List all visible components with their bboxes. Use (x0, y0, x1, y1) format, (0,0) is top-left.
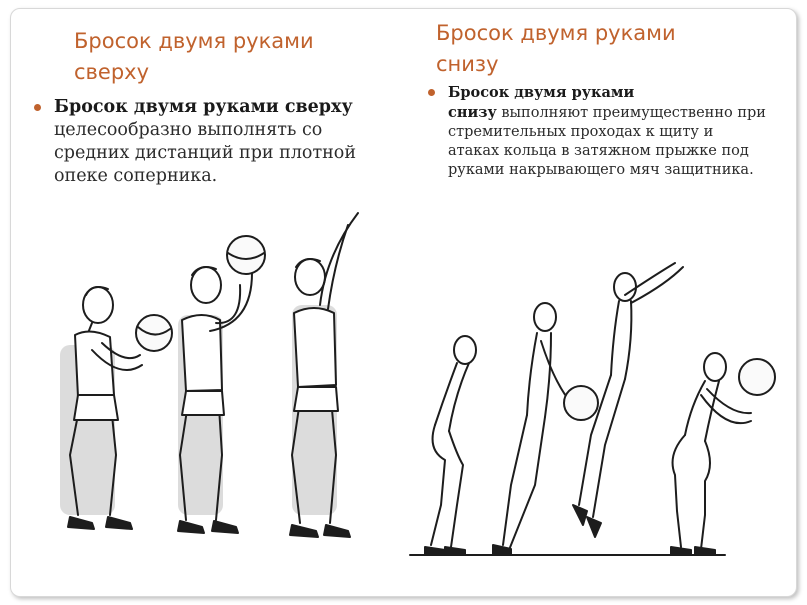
right-title: Бросок двумя руками снизу (436, 21, 676, 76)
overhead-shot-illustration (60, 212, 359, 538)
player-figure-4 (670, 352, 776, 556)
right-bullet-bold-1: Бросок двумя руками (448, 84, 635, 101)
left-bullet-body: целесообразно выполнять со средних диста… (54, 120, 357, 186)
player-figure-3 (572, 262, 684, 538)
right-bullet-text: Бросок двумя руками снизу выполняют преим… (448, 83, 768, 180)
player-figure-2 (492, 302, 599, 556)
right-bullet: Бросок двумя руками снизу выполняют преим… (428, 83, 768, 180)
right-bullet-bold-2: снизу (448, 104, 497, 121)
left-bullet-bold: Бросок двумя руками сверху (54, 97, 353, 117)
slide-frame (10, 8, 797, 597)
player-figure-1 (60, 286, 173, 530)
player-figure-3 (289, 212, 359, 538)
player-figure-2 (177, 235, 266, 534)
bullet-dot-icon (34, 104, 41, 111)
bullet-dot-icon (428, 89, 435, 96)
underhand-shot-illustration (409, 262, 776, 556)
right-bullet-body: выполняют преимущественно при стремитель… (448, 105, 766, 178)
left-bullet: Бросок двумя руками сверху целесообразно… (34, 96, 374, 188)
left-title: Бросок двумя руками сверху (74, 29, 314, 84)
player-figure-1 (424, 335, 477, 556)
left-bullet-text: Бросок двумя руками сверху целесообразно… (54, 96, 374, 188)
